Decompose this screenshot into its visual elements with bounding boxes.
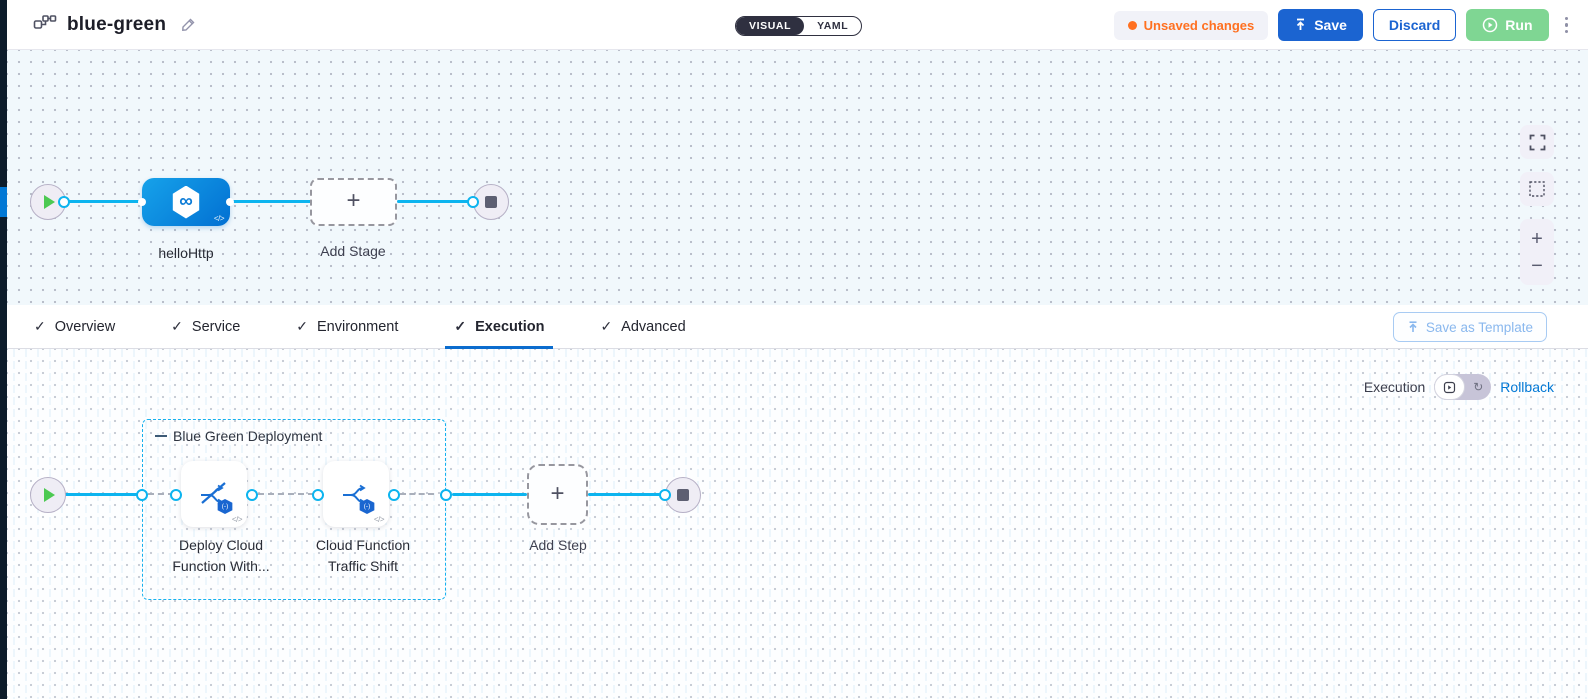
header-title-group: blue-green [7, 14, 197, 36]
deploy-stage-icon: ∞ [172, 185, 200, 219]
collapse-group-icon[interactable] [155, 435, 167, 437]
step-group-header[interactable]: Blue Green Deployment [155, 428, 322, 444]
toggle-execution-segment[interactable] [1434, 374, 1466, 400]
step-group-title: Blue Green Deployment [173, 428, 323, 444]
start-play-icon [44, 195, 55, 209]
canvas-controls: + − [1520, 125, 1554, 285]
cloud-function-badge-icon: (-) [359, 499, 375, 514]
edge-group-step1 [148, 493, 174, 495]
fullscreen-icon [1529, 134, 1545, 150]
discard-button[interactable]: Discard [1372, 9, 1457, 41]
edge-step2-group [400, 493, 434, 495]
template-upload-icon [1409, 320, 1417, 332]
multi-select-button[interactable] [1520, 172, 1554, 206]
toggle-rollback-segment[interactable]: ↻ [1465, 380, 1491, 394]
connector-dot [467, 196, 479, 208]
stage-hellohttp-card[interactable]: ∞ </> [142, 178, 230, 226]
edge-start-group [62, 493, 144, 496]
edge-stage-addstage [230, 200, 317, 203]
step-code-icon: </> [373, 515, 385, 524]
toggle-yaml[interactable]: YAML [817, 20, 849, 32]
step-group-blue-green[interactable]: Blue Green Deployment [142, 419, 446, 600]
edge-addstage-end [397, 200, 479, 203]
start-play-icon [44, 488, 55, 502]
check-icon: ✓ [600, 318, 613, 334]
add-stage-label: Add Stage [320, 243, 386, 259]
zoom-panel: + − [1520, 219, 1554, 285]
stage-graph-canvas[interactable]: ∞ </> + helloHttp Add Stage [7, 50, 1588, 305]
edge-addstep-end [588, 493, 664, 496]
step-deploy-cloud-function-card[interactable]: (-) </> [181, 461, 247, 527]
visual-yaml-toggle[interactable]: VISUAL YAML [735, 16, 863, 36]
add-step-button[interactable]: + [527, 464, 588, 525]
step-traffic-shift-card[interactable]: (-) </> [323, 461, 389, 527]
execution-start-node[interactable] [30, 477, 66, 513]
edge-start-stage [62, 200, 147, 203]
add-stage-button[interactable]: + [310, 178, 397, 226]
stop-icon [485, 196, 497, 208]
connector-dot [138, 198, 146, 206]
stop-icon [677, 489, 689, 501]
more-options-icon[interactable] [1559, 13, 1575, 38]
edit-title-icon[interactable] [180, 16, 197, 33]
stage-label: helloHttp [158, 245, 214, 261]
pipeline-icon [33, 14, 57, 35]
nav-active-indicator [0, 187, 7, 217]
check-icon: ✓ [296, 318, 308, 334]
step-code-icon: </> [231, 515, 243, 524]
tab-overview[interactable]: ✓ Overview [34, 318, 116, 335]
connector-dot [170, 489, 182, 501]
pipeline-end-node[interactable] [473, 184, 509, 220]
cloud-function-badge-icon: (-) [217, 499, 233, 514]
stage-tab-bar: ✓ Overview ✓ Service ✓ Environment ✓ Exe… [7, 305, 1588, 349]
connector-dot [136, 489, 148, 501]
edge-step1-step2 [258, 493, 314, 495]
header-actions: Unsaved changes Save Discard Run [1113, 0, 1575, 50]
zoom-in-button[interactable]: + [1531, 227, 1543, 250]
rollback-mode-icon: ↻ [1473, 380, 1484, 394]
run-play-icon [1483, 17, 1498, 33]
rollback-link[interactable]: Rollback [1500, 379, 1554, 395]
execution-rollback-toggle[interactable]: ↻ [1434, 374, 1492, 400]
tab-environment[interactable]: ✓ Environment [296, 318, 399, 335]
connector-dot [388, 489, 400, 501]
add-step-label: Add Step [529, 537, 587, 553]
plus-icon: + [550, 479, 565, 507]
check-icon: ✓ [171, 318, 183, 334]
tab-execution[interactable]: ✓ Execution [445, 305, 554, 349]
step-deploy-label: Deploy Cloud Function With... [172, 537, 270, 574]
tab-advanced[interactable]: ✓ Advanced [600, 318, 686, 335]
connector-dot [246, 489, 258, 501]
save-upload-icon [1297, 18, 1305, 30]
header-bar: blue-green VISUAL YAML Unsaved changes [7, 0, 1588, 50]
save-button[interactable]: Save [1278, 9, 1363, 41]
execution-graph-canvas[interactable]: Execution ↻ Rollback Blue Green Deployme… [7, 349, 1588, 699]
connector-dot [312, 489, 324, 501]
toggle-visual[interactable]: VISUAL [736, 17, 805, 35]
plus-icon: + [346, 187, 361, 214]
page-title: blue-green [67, 13, 167, 35]
fullscreen-button[interactable] [1520, 125, 1554, 159]
edge-group-addstep [452, 493, 527, 496]
connector-dot [659, 489, 671, 501]
tab-service[interactable]: ✓ Service [171, 318, 241, 335]
zoom-out-button[interactable]: − [1531, 254, 1543, 277]
save-as-template-button[interactable]: Save as Template [1392, 312, 1547, 342]
unsaved-dot-icon [1127, 20, 1137, 30]
marquee-select-icon [1529, 181, 1545, 197]
check-icon: ✓ [454, 318, 467, 334]
stage-code-icon: </> [213, 214, 225, 223]
left-nav-rail[interactable] [0, 0, 7, 699]
unsaved-changes-badge: Unsaved changes [1113, 10, 1269, 40]
run-button[interactable]: Run [1466, 9, 1549, 41]
connector-dot [58, 196, 70, 208]
connector-dot [440, 489, 452, 501]
execution-mode-row: Execution ↻ Rollback [1364, 374, 1554, 400]
execution-mode-label: Execution [1363, 379, 1426, 395]
execution-mode-icon [1444, 381, 1456, 393]
step-traffic-shift-label: Cloud Function Traffic Shift [315, 537, 411, 574]
check-icon: ✓ [34, 318, 46, 334]
connector-dot [226, 198, 234, 206]
